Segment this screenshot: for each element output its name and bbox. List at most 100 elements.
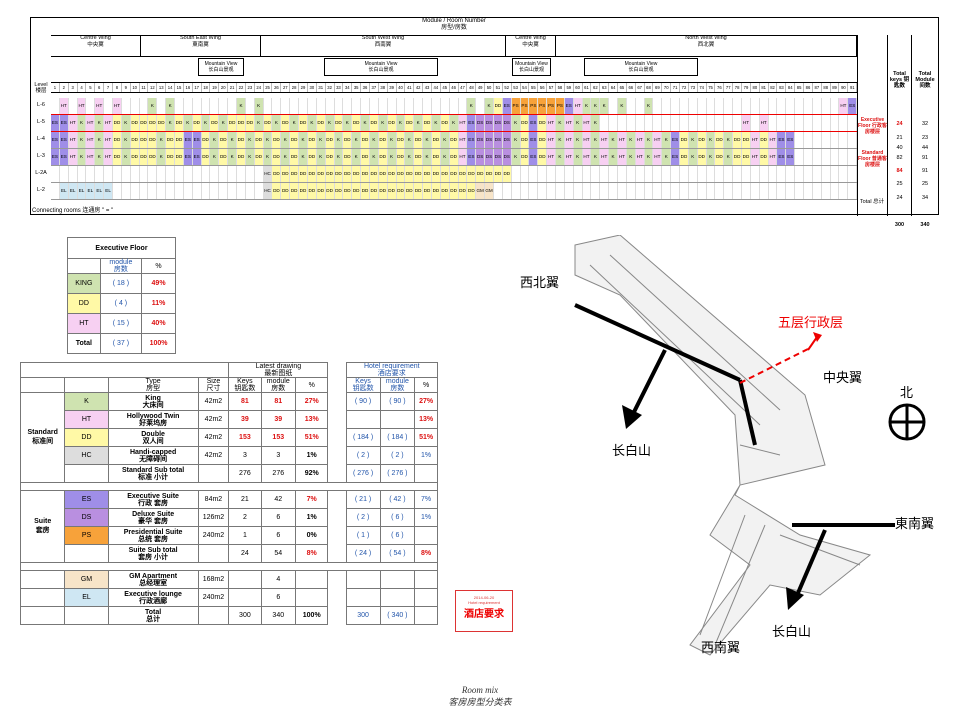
room-cell: ES [564,98,574,114]
room-cell: K [281,149,291,165]
arrow-nw-line [628,349,667,421]
room-cell: DD [290,166,300,182]
hdr-size-en: Size [206,378,221,385]
room-cell: DD [254,132,264,148]
room-type-en: Executive lounge [124,590,182,598]
room-cell: DD [325,183,335,199]
hdr-type-cn: 房型 [146,385,161,392]
level-label-l-4: L-4 [37,136,45,142]
view-label-cn: 长白山景观 [368,67,394,73]
room-cell [255,166,264,182]
room-cell: HT [750,149,760,165]
room-cell [494,183,503,199]
room-cell: DD [272,149,282,165]
module-number: 18 [202,83,211,92]
room-cell: ES [467,115,477,131]
room-cell: DS [493,115,503,131]
room-cell: HT [77,98,87,114]
req-pct: 51% [414,428,438,447]
room-type-cn: 标准 小计 [138,473,169,481]
room-cell [645,115,654,131]
room-cell [512,166,521,182]
room-cell [848,166,858,182]
room-cell: DD [343,166,353,182]
module-number: 62 [591,83,601,92]
room-cell [742,98,751,114]
room-cell: K [573,115,583,131]
module-number: 13 [157,83,167,92]
room-cell [813,115,822,131]
hotel-requirement-stamp: 2014-06-20 Hotel requirement 酒店要求 [455,590,513,632]
room-cell [219,183,229,199]
room-type-en: Total [144,608,162,616]
room-cell: ES [51,149,60,165]
room-cell: ES [529,132,539,148]
latest-title: Latest drawing [255,363,302,370]
room-cell [157,98,167,114]
room-cell: K [352,149,362,165]
room-cell [450,98,459,114]
room-cell [547,183,556,199]
room-pct: 100% [295,606,329,625]
room-cell: DD [431,166,441,182]
room-cell [583,166,592,182]
room-size: 42m2 [197,410,230,429]
room-size: 126m2 [197,508,230,527]
grid-header: Module / Room Number 房型/房数 [51,18,857,36]
module-number: 47 [459,83,468,92]
room-code: GM [64,570,109,589]
room-cell: K [316,149,326,165]
room-cell: EL [104,183,114,199]
room-type-en: Executive Suite [127,492,179,500]
room-cell: K [440,149,450,165]
room-cell [335,98,344,114]
room-cell: K [414,115,424,131]
gap-cell [327,410,347,429]
gap-cell [327,428,347,447]
room-cell: DD [254,149,264,165]
exec-row-module: ( 15 ) [99,313,143,334]
arrow-se-line [793,529,827,601]
req-pct [414,588,438,607]
module-number: 32 [326,83,335,92]
room-cell [707,98,716,114]
room-cell: GM [476,183,486,199]
module-col-header: Total Module 间数 [915,71,935,89]
room-cell: K [219,115,229,131]
room-cell: DD [272,183,282,199]
room-module: 6 [260,526,297,545]
room-cell: HT [768,132,778,148]
room-cell: DD [742,132,751,148]
room-cell: DD [733,149,743,165]
room-cell: K [626,149,636,165]
room-cell: HT [68,132,78,148]
hotel-title-cn: 酒店要求 [377,370,406,377]
room-cell [202,166,211,182]
hdr-pct-req: % [414,377,438,393]
room-module: 54 [260,544,297,563]
keys-col-header: Total keys 钥匙数 [889,71,910,89]
module-number: 46 [450,83,459,92]
room-cell [715,98,725,114]
module-number: 78 [733,83,743,92]
room-cell [786,115,796,131]
room-cell [184,183,193,199]
room-cell: DD [405,115,415,131]
room-cell: DD [325,149,335,165]
room-cell: HT [113,98,122,114]
room-cell [742,183,751,199]
floor-keys: 82 [896,155,903,161]
wing-name: South West Wing [361,35,405,41]
room-cell [423,98,432,114]
room-cell: K [618,98,627,114]
wing-name-cn: 中央翼 [522,41,539,48]
room-cell: K [387,132,397,148]
